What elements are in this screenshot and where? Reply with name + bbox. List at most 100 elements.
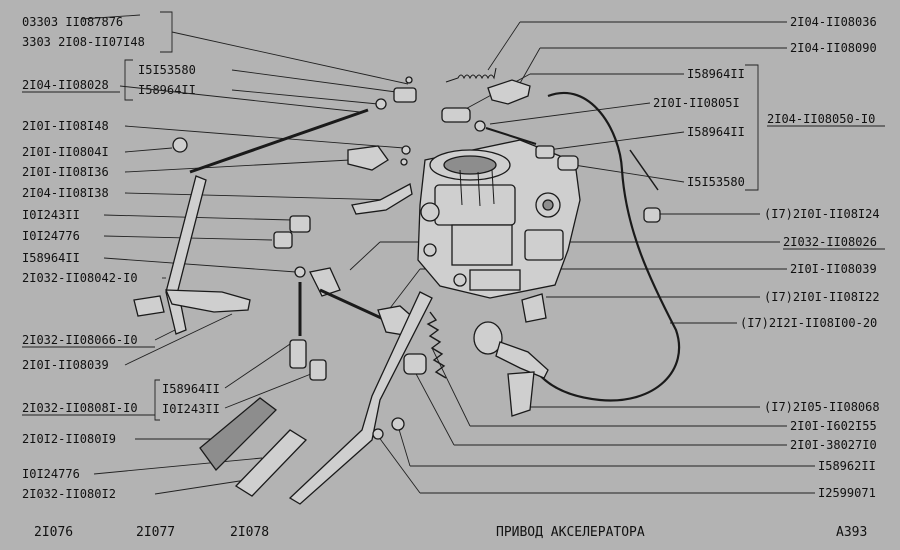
rubber-stop — [403, 353, 427, 375]
pedal-arm — [288, 291, 433, 505]
left-labels: 03303 II087876 3303 2I08-II07I48 2I04-II… — [22, 14, 220, 501]
label-l14: 2I032-II08066-I0 — [22, 333, 138, 347]
pedal-cover — [234, 429, 308, 497]
cable-knob — [473, 321, 503, 355]
label-r02: 2I04-II08090 — [790, 41, 877, 55]
washer — [405, 76, 413, 84]
label-l12: I58964II — [22, 251, 80, 265]
leader-lines — [93, 21, 815, 495]
lever-arm — [164, 289, 251, 313]
label-r14: 2I0I-I602I55 — [790, 419, 877, 433]
carburetor — [417, 139, 581, 299]
adjuster-sleeve — [441, 107, 471, 123]
label-r08: (I7)2I0I-II08I24 — [764, 207, 880, 221]
leader-line — [124, 125, 405, 149]
cross-shaft — [319, 288, 391, 324]
label-l04: I5I53580 — [138, 63, 196, 77]
label-l10: I0I243II — [22, 208, 80, 222]
return-spring-top — [445, 67, 497, 83]
accelerator-cable — [529, 92, 681, 402]
nut — [474, 120, 486, 132]
nut — [391, 417, 405, 431]
spring-bracket — [487, 79, 531, 105]
cable-end — [557, 155, 579, 171]
label-l01: 03303 II087876 — [22, 15, 123, 29]
label-r03: I58964II — [687, 67, 745, 81]
label-r16: I58962II — [818, 459, 876, 473]
bushing — [289, 215, 311, 233]
label-l16: I58964II — [162, 382, 220, 396]
leader-line — [489, 102, 651, 125]
model-code: 2I078 — [230, 525, 269, 540]
leader-line — [377, 435, 421, 494]
label-r07: 2I04-II08050-I0 — [767, 112, 875, 126]
leader-line — [124, 192, 397, 201]
rod-clip — [393, 87, 417, 103]
pedal-spring — [426, 311, 447, 379]
label-r01: 2I04-II08036 — [790, 15, 877, 29]
strike-line — [81, 14, 141, 20]
cable-bracket — [507, 371, 535, 417]
clip-small — [172, 137, 188, 153]
leader-line — [103, 214, 293, 221]
pedal-lever-bracket — [165, 175, 207, 335]
diagram-title: ПРИВОД АКСЕЛЕРАТОРА — [496, 525, 645, 540]
label-l06: 2I0I-II08I48 — [22, 119, 109, 133]
label-l03: 2I04-II08028 — [22, 78, 109, 92]
model-code: 2I077 — [136, 525, 175, 540]
label-r13: (I7)2I05-II08068 — [764, 400, 880, 414]
label-l20: I0I24776 — [22, 467, 80, 481]
leader-line — [431, 347, 471, 427]
label-l02: 3303 2I08-II07I48 — [22, 35, 145, 49]
clamp — [133, 295, 165, 317]
mount-bracket — [521, 293, 547, 323]
pedal-pad — [199, 397, 277, 471]
leader-line — [487, 21, 521, 71]
label-r15: 2I0I-38027I0 — [790, 438, 877, 452]
leader-line — [224, 339, 297, 389]
label-r05: I58964II — [687, 125, 745, 139]
page-code: A393 — [836, 525, 867, 540]
brackets — [124, 11, 759, 421]
cable-end-tail — [629, 149, 659, 191]
rod-end — [289, 339, 307, 369]
upper-rod — [189, 108, 369, 174]
leader-line — [124, 159, 351, 173]
bracket-right — [745, 64, 759, 191]
label-l17: 2I032-II0808I-I0 — [22, 401, 138, 415]
label-l11: I0I24776 — [22, 229, 80, 243]
washer — [372, 428, 384, 440]
leader-line — [349, 241, 381, 271]
label-l18: I0I243II — [162, 402, 220, 416]
leader-line — [171, 31, 409, 85]
bracket-bottom-left — [154, 379, 160, 421]
label-l05: I58964II — [138, 83, 196, 97]
label-r04: 2I0I-II0805I — [653, 96, 740, 110]
cable-grommet — [643, 207, 661, 223]
knob-stem — [495, 341, 549, 379]
bracket-left-small — [124, 59, 133, 101]
lever-bracket — [351, 183, 413, 215]
leader-line — [231, 69, 397, 93]
washer — [400, 158, 408, 166]
label-l13: 2I032-II08042-I0 — [22, 271, 138, 285]
leader-line — [124, 313, 233, 366]
right-labels: 2I04-II08036 2I04-II08090 I58964II 2I0I-… — [653, 15, 885, 500]
label-l15: 2I0I-II08039 — [22, 358, 109, 372]
leader-line — [154, 479, 247, 495]
parts — [133, 67, 681, 505]
adjusting-screw — [485, 127, 537, 145]
leader-line — [224, 371, 317, 409]
leader-line — [231, 89, 379, 105]
nut — [375, 98, 387, 110]
leader-line — [119, 85, 361, 113]
label-r12: (I7)2I2I-II08I00-20 — [740, 316, 877, 330]
bushing — [273, 231, 293, 249]
label-r10: 2I0I-II08039 — [790, 262, 877, 276]
rod-end — [309, 359, 327, 381]
leader-line — [124, 147, 173, 153]
throttle-lever — [347, 145, 389, 171]
leader-line — [413, 369, 455, 446]
label-r11: (I7)2I0I-II08I22 — [764, 290, 880, 304]
footer: 2I076 2I077 2I078 ПРИВОД АКСЕЛЕРАТОРА A3… — [34, 525, 867, 540]
